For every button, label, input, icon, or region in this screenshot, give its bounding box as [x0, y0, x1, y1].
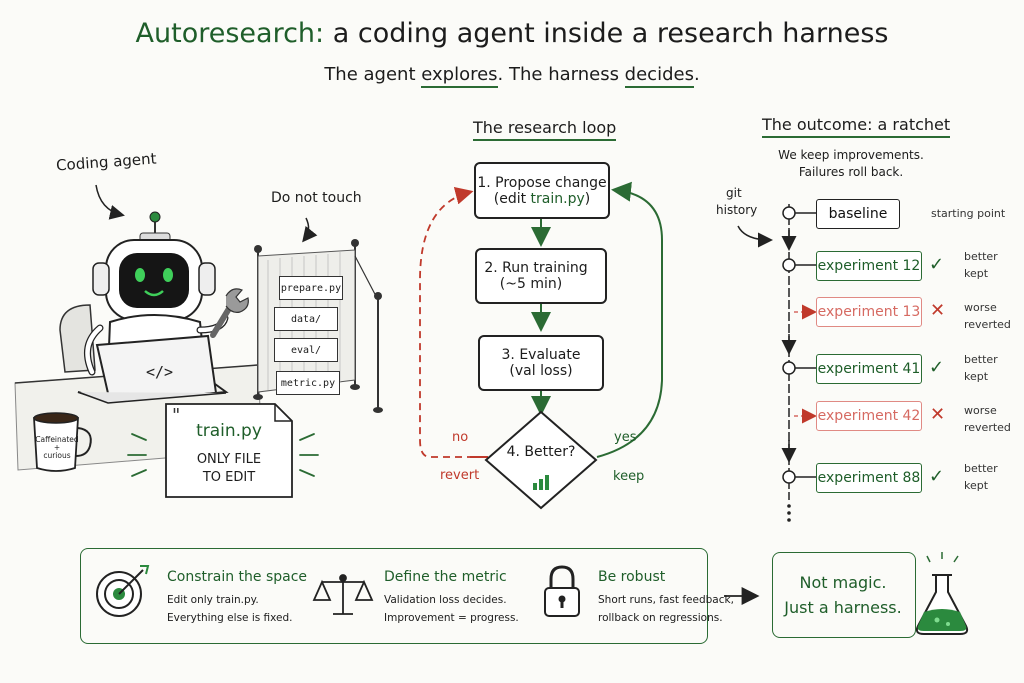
result-line-1: worse: [964, 404, 997, 417]
step-evaluate-box: 3. Evaluate (val loss): [478, 335, 604, 391]
conclusion-line-2: Just a harness.: [784, 598, 902, 617]
title-rest: a coding agent inside a research harness: [332, 18, 889, 49]
principle-line-1: Validation loss decides.: [384, 594, 507, 606]
title-green: Autoresearch:: [135, 18, 325, 49]
cross-icon: ✕: [930, 404, 946, 425]
wrench-icon: [210, 288, 249, 338]
ratchet-heading: The outcome: a ratchet: [762, 115, 951, 138]
commit-kept: experiment 88: [816, 463, 922, 493]
bar-chart-icon: [533, 475, 549, 490]
note-sparkles: [127, 433, 319, 477]
file-tag: data/: [274, 307, 338, 331]
do-not-touch-label: Do not touch: [271, 190, 362, 206]
result-line-2: kept: [964, 370, 989, 383]
principles-panel: [80, 548, 708, 644]
principle-line-2: rollback on regressions.: [598, 612, 723, 624]
ratchet-sub-2: Failures roll back.: [798, 165, 904, 179]
step-train-box: 2. Run training (~5 min): [475, 248, 607, 304]
note-line-1: ONLY FILE: [196, 452, 262, 467]
subtitle-part: .: [693, 64, 700, 85]
step-better-label: 4. Better?: [506, 444, 576, 460]
result-line-1: better: [964, 250, 998, 263]
result-line-1: better: [964, 353, 998, 366]
flask-icon: [915, 552, 969, 635]
no-label: no: [452, 430, 469, 445]
result-line-2: reverted: [964, 318, 1011, 331]
yes-label: yes: [614, 430, 637, 445]
coffee-mug-icon: Caffeinated + curious: [33, 412, 92, 472]
result-line-2: kept: [964, 267, 989, 280]
check-icon: ✓: [929, 466, 945, 487]
principle-title: Constrain the space: [167, 569, 308, 585]
result-line-1: better: [964, 462, 998, 475]
history-label: history: [716, 203, 758, 217]
note-line-2: TO EDIT: [202, 470, 256, 485]
note-title: train.py: [196, 421, 262, 441]
result-line-1: worse: [964, 301, 997, 314]
train-py-ref: train.py: [530, 190, 585, 207]
subtitle-decides: decides: [624, 64, 694, 88]
commit-kept: experiment 41: [816, 354, 922, 384]
check-icon: ✓: [929, 254, 945, 275]
subtitle-explores: explores: [421, 64, 498, 88]
principle-line-1: Edit only train.py.: [167, 594, 259, 606]
result-line-2: reverted: [964, 421, 1011, 434]
mug-text-3: curious: [43, 451, 70, 460]
file-tag: prepare.py: [279, 276, 343, 300]
do-not-touch-arrow: [302, 217, 318, 243]
ratchet-sub-1: We keep improvements.: [778, 148, 924, 162]
cross-icon: ✕: [930, 300, 946, 321]
file-tag: metric.py: [276, 371, 340, 395]
keep-label: keep: [613, 469, 645, 484]
mug-text-2: +: [54, 443, 60, 452]
step-evaluate-line1: 3. Evaluate: [501, 347, 581, 363]
step-train-line1: 2. Run training: [484, 260, 588, 276]
commit-baseline: baseline: [816, 199, 900, 229]
laptop-icon: </>: [77, 334, 229, 404]
code-glyph: </>: [146, 363, 173, 381]
check-icon: ✓: [929, 357, 945, 378]
decision-diamond: [484, 410, 598, 510]
principle-title: Define the metric: [384, 569, 507, 585]
agent-label-arrow: [95, 184, 125, 220]
revert-label: revert: [440, 468, 480, 483]
principle-title: Be robust: [598, 569, 666, 585]
mug-text-1: Caffeinated: [35, 435, 79, 444]
balance-scale-icon: [312, 574, 374, 615]
result-line-2: kept: [964, 479, 989, 492]
conclusion-line-1: Not magic.: [799, 573, 887, 592]
principle-line-2: Improvement = progress.: [384, 612, 519, 624]
git-timeline: [781, 204, 817, 522]
step-evaluate-line2: (val loss): [509, 363, 573, 379]
principle-line-1: Short runs, fast feedback,: [598, 594, 734, 606]
page-subtitle: The agent explores. The harness decides.: [0, 64, 1024, 88]
padlock-icon: [544, 565, 580, 617]
commit-kept: experiment 12: [816, 251, 922, 281]
file-tag: eval/: [274, 338, 338, 362]
step-propose-box: 1. Propose change (edit train.py): [474, 162, 610, 219]
commit-reverted: experiment 13: [816, 297, 922, 327]
target-icon: [96, 565, 150, 617]
git-history-arrow: [737, 225, 773, 248]
conclusion-box: [772, 552, 916, 638]
subtitle-part: The agent: [324, 64, 422, 85]
principle-line-2: Everything else is fixed.: [167, 612, 293, 624]
train-py-note: [165, 403, 293, 498]
step-propose-line1: 1. Propose change: [477, 174, 607, 191]
subtitle-part: . The harness: [497, 64, 625, 85]
git-label: git: [726, 186, 742, 200]
starting-point-label: starting point: [931, 207, 1006, 220]
step-propose-line2: (edit train.py): [493, 190, 591, 207]
note-quote-mark: ": [172, 405, 181, 426]
commit-reverted: experiment 42: [816, 401, 922, 431]
loop-arrows: [419, 181, 663, 458]
page-title: Autoresearch: a coding agent inside a re…: [0, 18, 1024, 49]
loop-heading: The research loop: [473, 118, 617, 141]
step-train-line2: (~5 min): [499, 276, 563, 292]
